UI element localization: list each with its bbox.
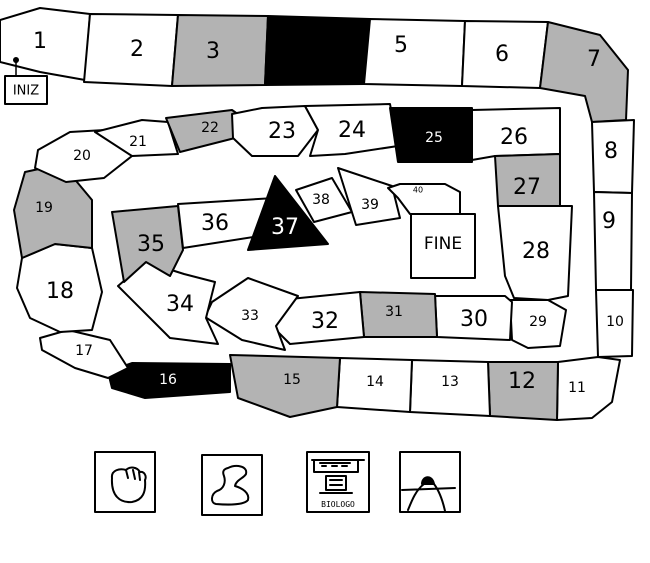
tile-5[interactable] bbox=[363, 18, 466, 87]
tile-20-label: 20 bbox=[73, 148, 91, 164]
tile-30-label: 30 bbox=[460, 307, 488, 332]
tile-15[interactable] bbox=[229, 354, 341, 418]
tile-5-label: 5 bbox=[394, 33, 408, 58]
tile-7-label: 7 bbox=[587, 47, 601, 72]
tile-33-label: 33 bbox=[241, 308, 259, 324]
tile-26-label: 26 bbox=[500, 125, 528, 150]
tile-22-label: 22 bbox=[201, 120, 219, 136]
tile-27-label: 27 bbox=[513, 175, 541, 200]
card-hill-figure[interactable] bbox=[399, 451, 461, 513]
hill-figure-head bbox=[421, 476, 435, 485]
tile-21[interactable] bbox=[94, 119, 179, 157]
tile-20[interactable] bbox=[34, 129, 133, 183]
tile-28-label: 28 bbox=[522, 239, 550, 264]
tile-19-label: 19 bbox=[35, 200, 53, 216]
card-row: BIOLOGO bbox=[94, 451, 461, 516]
tile-1-label: 1 bbox=[33, 29, 47, 54]
tile-8-label: 8 bbox=[604, 139, 618, 164]
finish-label: FINE bbox=[424, 234, 462, 254]
card-fist[interactable] bbox=[94, 451, 156, 513]
tile-16-label: 16 bbox=[159, 372, 177, 388]
tile-16[interactable] bbox=[107, 362, 231, 399]
tile-14-label: 14 bbox=[366, 374, 384, 390]
tile-9-label: 9 bbox=[602, 209, 616, 234]
tile-2-label: 2 bbox=[130, 37, 144, 62]
tile-labels: 1 2 3 4 5 6 7 8 9 10 11 12 13 14 15 16 1… bbox=[13, 29, 624, 396]
foot-icon bbox=[211, 465, 250, 506]
tile-37[interactable] bbox=[247, 175, 329, 251]
fist-icon bbox=[110, 466, 147, 504]
tile-23-label: 23 bbox=[268, 119, 296, 144]
biologo-caption: BIOLOGO bbox=[321, 500, 355, 509]
tile-3[interactable] bbox=[171, 14, 269, 87]
tile-36-label: 36 bbox=[201, 211, 229, 236]
tile-3-label: 3 bbox=[206, 39, 220, 64]
outer-track bbox=[0, 7, 635, 421]
tile-24[interactable] bbox=[304, 103, 399, 157]
tile-32-label: 32 bbox=[311, 309, 339, 334]
tile-24-label: 24 bbox=[338, 118, 366, 143]
tile-4[interactable] bbox=[264, 15, 371, 86]
tile-23[interactable] bbox=[231, 105, 319, 157]
tile-10-label: 10 bbox=[606, 314, 624, 330]
tile-40[interactable] bbox=[387, 183, 461, 216]
tile-15-label: 15 bbox=[283, 372, 301, 388]
tile-37-label: 37 bbox=[271, 215, 299, 240]
tile-39-label: 39 bbox=[361, 197, 379, 213]
start-label: INIZ bbox=[13, 84, 39, 99]
tile-25-label: 25 bbox=[425, 130, 443, 146]
tile-10[interactable] bbox=[595, 289, 634, 358]
inner-track bbox=[34, 103, 573, 351]
tile-38-label: 38 bbox=[312, 192, 330, 208]
tile-4-label: 4 bbox=[302, 40, 316, 65]
tile-11-label: 11 bbox=[568, 380, 586, 396]
start-marker bbox=[4, 57, 48, 105]
tile-29[interactable] bbox=[509, 299, 567, 349]
card-biologo[interactable]: BIOLOGO bbox=[306, 451, 370, 513]
tile-7[interactable] bbox=[539, 21, 629, 123]
tile-35-label: 35 bbox=[137, 232, 165, 257]
tile-18-label: 18 bbox=[46, 279, 74, 304]
tile-29-label: 29 bbox=[529, 314, 547, 330]
tile-6-label: 6 bbox=[495, 42, 509, 67]
start-box[interactable] bbox=[4, 75, 48, 105]
tile-39[interactable] bbox=[337, 167, 401, 226]
tile-25[interactable] bbox=[389, 107, 473, 163]
biologo-icon: BIOLOGO bbox=[311, 459, 365, 509]
tile-31-label: 31 bbox=[385, 304, 403, 320]
tile-21-label: 21 bbox=[129, 134, 147, 150]
tile-11[interactable] bbox=[556, 356, 621, 421]
tile-34-label: 34 bbox=[166, 292, 194, 317]
card-foot[interactable] bbox=[201, 454, 263, 516]
tile-33[interactable] bbox=[204, 277, 299, 351]
tile-12-label: 12 bbox=[508, 369, 536, 394]
finish-square[interactable] bbox=[410, 213, 476, 279]
tile-13-label: 13 bbox=[441, 374, 459, 390]
tile-9[interactable] bbox=[593, 191, 633, 291]
tile-40-label: 40 bbox=[413, 186, 423, 195]
tile-17-label: 17 bbox=[75, 343, 93, 359]
